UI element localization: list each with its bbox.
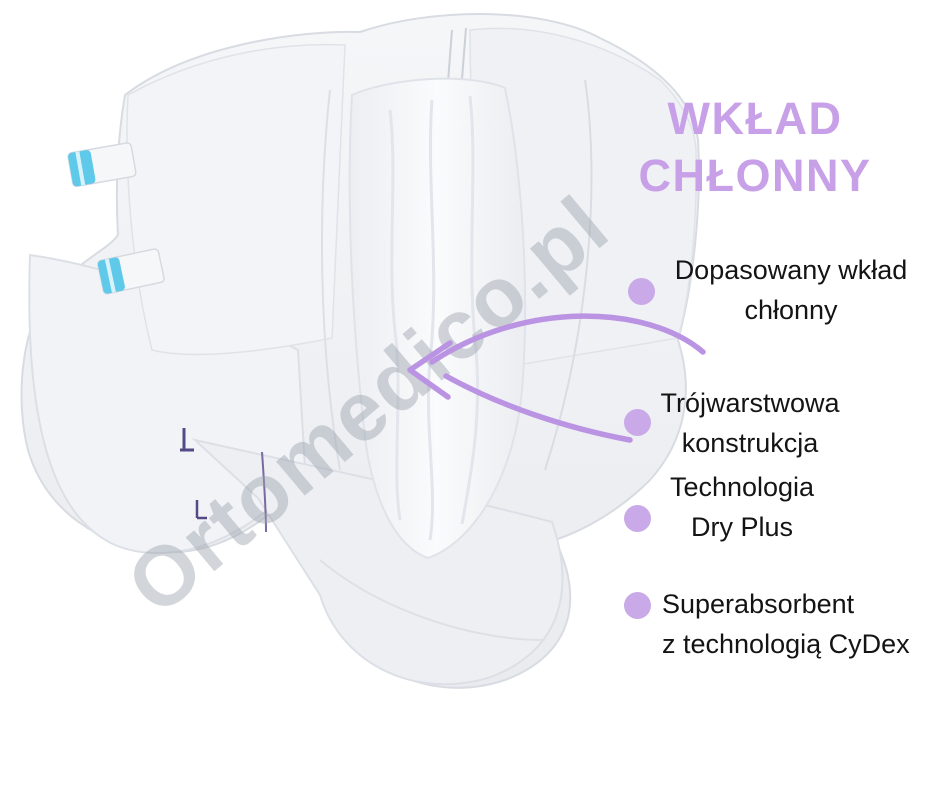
feature-line: chłonny [744, 295, 838, 325]
feature-line: Trójwarstwowa [660, 388, 840, 418]
feature-line: konstrukcja [681, 428, 819, 458]
feature-item: Superabsorbent z technologią CyDex [662, 584, 934, 664]
feature-item: Trójwarstwowa konstrukcja [645, 383, 855, 463]
feature-line: Dopasowany wkład [674, 255, 908, 285]
feature-item: Dopasowany wkład chłonny [660, 250, 922, 330]
bullet-dot-icon [628, 278, 655, 305]
title-line-2: CHŁONNY [638, 150, 872, 201]
tab-icon [67, 142, 137, 188]
feature-line: Technologia [669, 472, 815, 502]
bullet-dot-icon [624, 505, 651, 532]
bullet-dot-icon [624, 409, 651, 436]
feature-line: Dry Plus [690, 512, 793, 542]
feature-line: Superabsorbent [662, 589, 855, 619]
feature-line: z technologią CyDex [662, 629, 910, 659]
feature-item: Technologia Dry Plus [642, 467, 842, 547]
page-title: WKŁAD CHŁONNY [600, 90, 910, 204]
tab-icon [97, 248, 165, 295]
title-line-1: WKŁAD [667, 93, 843, 144]
bullet-dot-icon [624, 592, 651, 619]
